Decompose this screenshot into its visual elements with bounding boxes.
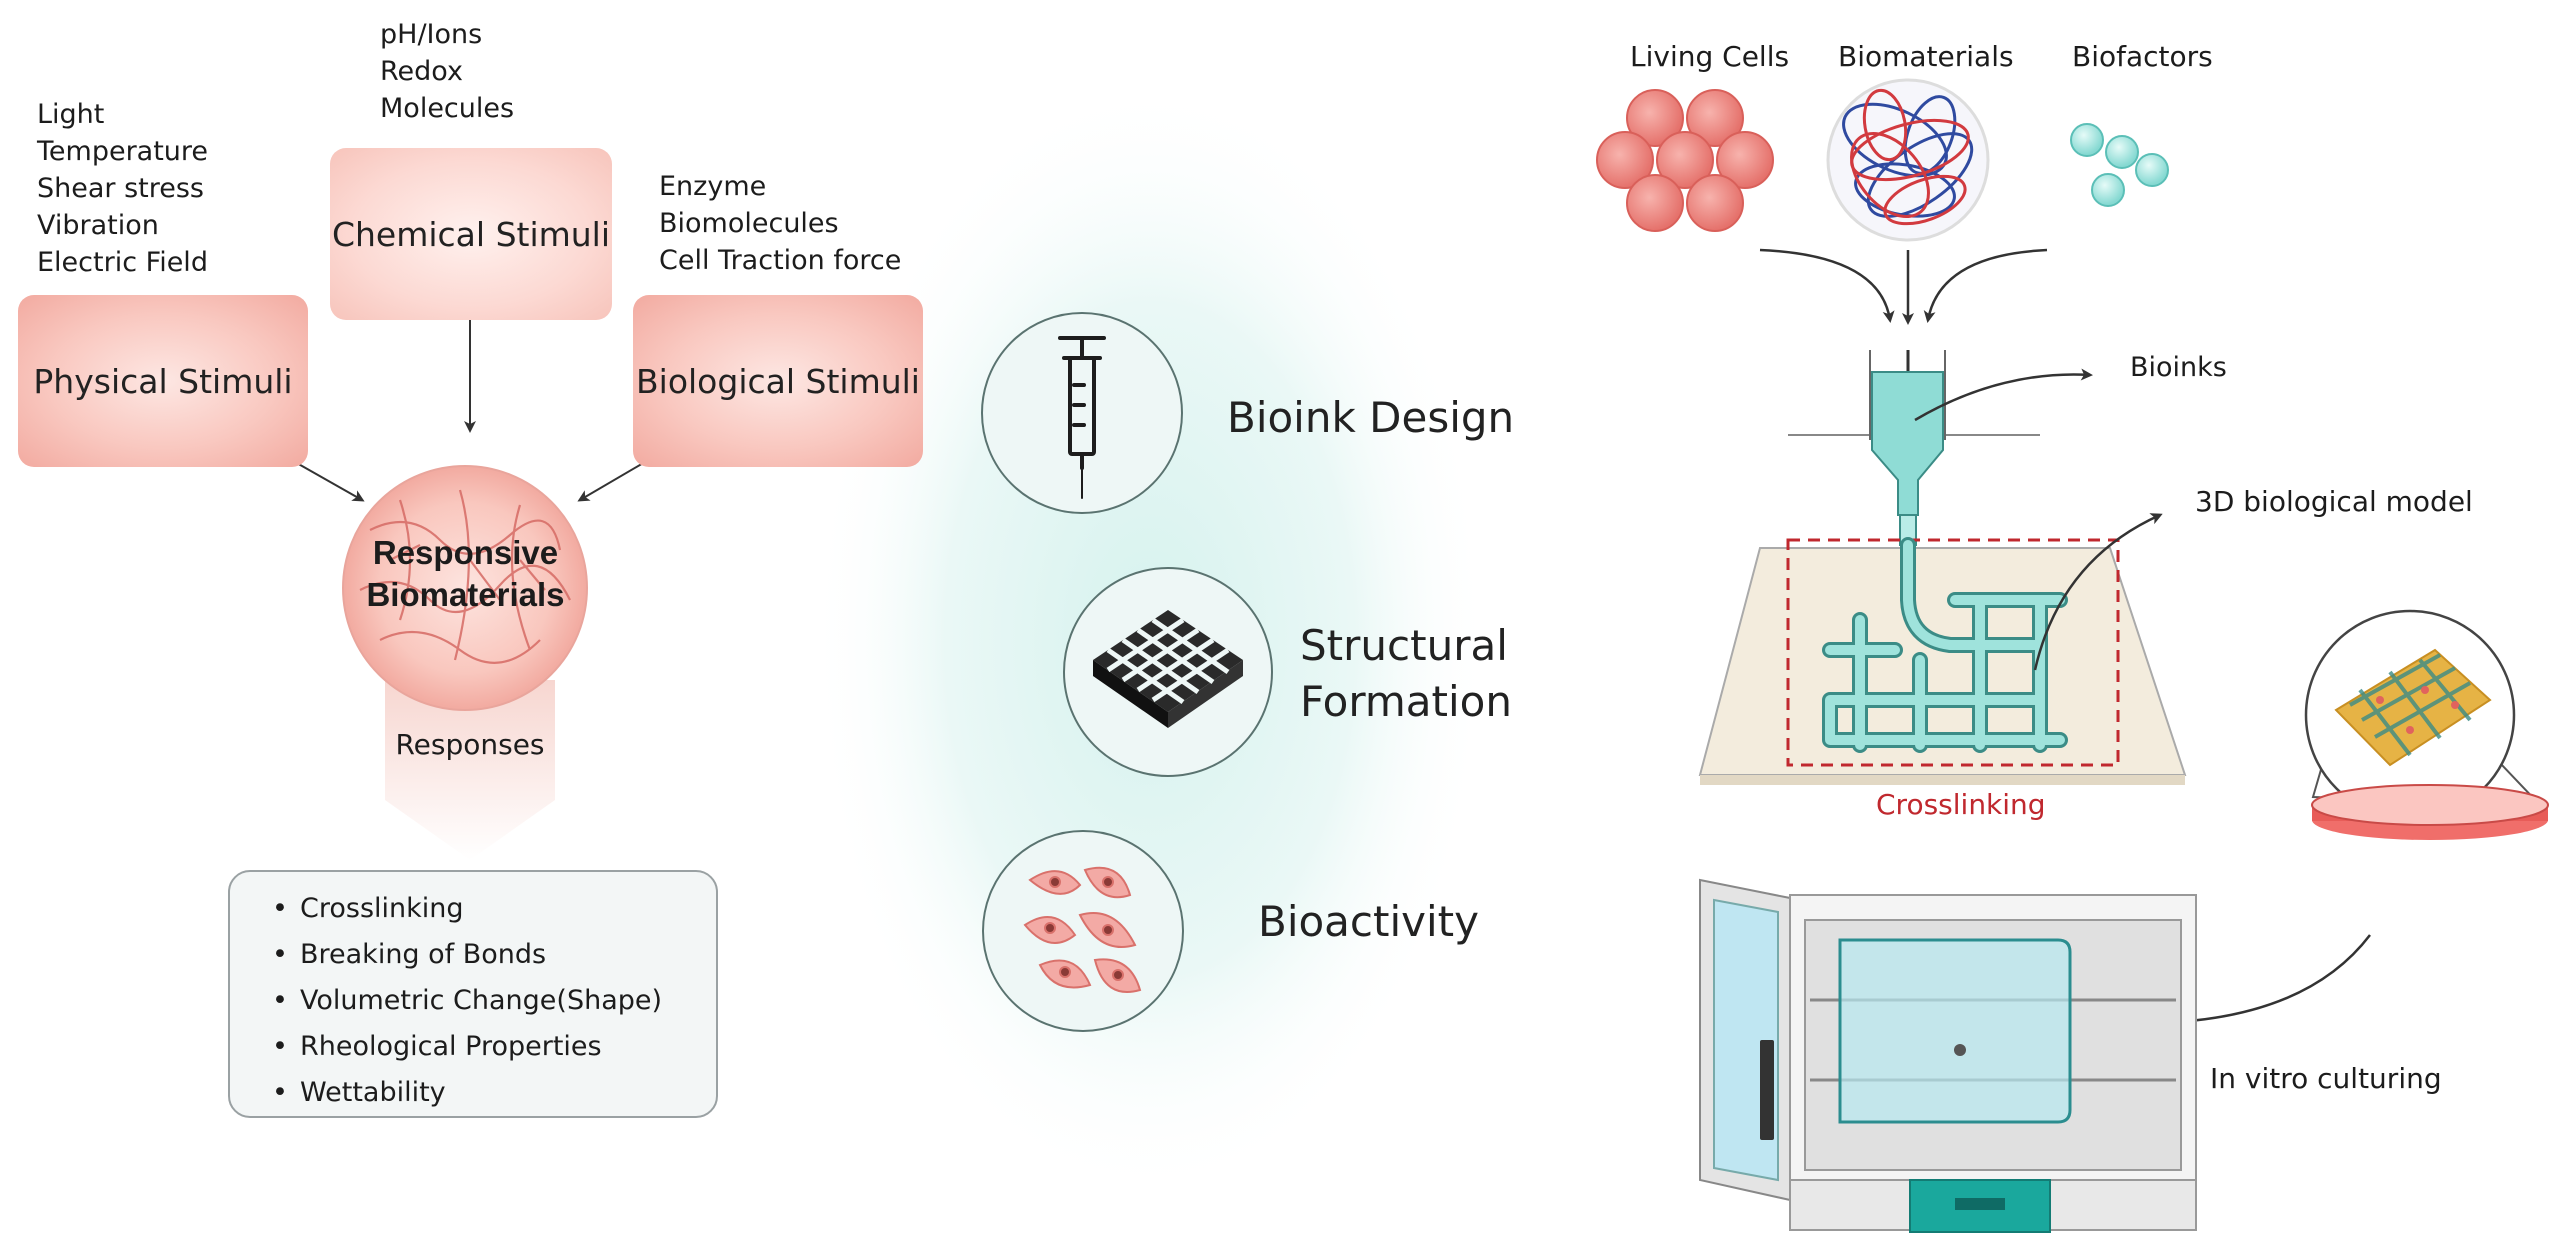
biological-factors-list: Enzyme Biomolecules Cell Traction force: [659, 168, 901, 279]
factor-item: Enzyme: [659, 171, 767, 202]
center-node-line1: Responsive: [372, 534, 559, 571]
cells-to-printer-arrow: [1759, 248, 1895, 323]
response-item: Rheological Properties: [272, 1024, 716, 1070]
response-item: Breaking of Bonds: [272, 932, 716, 978]
biological-stimuli-label: Biological Stimuli: [636, 361, 920, 401]
biofactors-icon: [2070, 123, 2169, 207]
model-label: 3D biological model: [2195, 485, 2473, 518]
physical-stimuli-label: Physical Stimuli: [33, 361, 293, 401]
response-item: Volumetric Change(Shape): [272, 978, 716, 1024]
biofactors-label: Biofactors: [2072, 40, 2213, 73]
printer-nozzle: [1788, 350, 2040, 546]
model-arrow: [2033, 513, 2163, 671]
physical-arrow: [294, 461, 365, 502]
factor-item: Light: [37, 99, 105, 130]
factor-item: Cell Traction force: [659, 245, 902, 276]
structural-formation-label: Structural Formation: [1300, 618, 1512, 730]
magnified-tissue: [2304, 609, 2543, 821]
response-item: Crosslinking: [272, 886, 716, 932]
responses-list: Crosslinking Breaking of Bonds Volumetri…: [228, 870, 718, 1118]
factor-item: Shear stress: [37, 173, 204, 204]
physical-factors-list: Light Temperature Shear stress Vibration…: [37, 96, 208, 281]
response-item: Wettability: [272, 1070, 716, 1116]
build-plate: [1698, 538, 2187, 785]
biomaterials-label: Biomaterials: [1838, 40, 2014, 73]
biological-arrow: [577, 461, 646, 502]
physical-stimuli-box: Physical Stimuli: [18, 295, 308, 467]
bioink-design-label: Bioink Design: [1227, 393, 1515, 442]
biological-stimuli-box: Biological Stimuli: [633, 295, 923, 467]
bioactivity-label: Bioactivity: [1258, 897, 1479, 946]
chemical-stimuli-label: Chemical Stimuli: [331, 214, 611, 254]
biofactors-to-printer-arrow: [1923, 248, 2048, 323]
living-cells-icon: [1596, 89, 1774, 232]
center-node-label: Responsive Biomaterials: [343, 532, 588, 616]
culturing-label: In vitro culturing: [2210, 1062, 2442, 1095]
grid-scaffold-icon: [1093, 610, 1243, 728]
petri-dish: [2311, 784, 2549, 840]
crosslinking-region: [1786, 538, 2120, 767]
syringe-icon: [1058, 336, 1106, 499]
factor-item: Redox: [380, 56, 463, 87]
responses-label: Responses: [395, 728, 545, 761]
fiber-network-icon: [359, 489, 571, 664]
structural-formation-line2: Formation: [1300, 677, 1512, 726]
bioinks-arrow: [1914, 368, 2093, 422]
biomaterials-icon: [1826, 78, 1990, 242]
living-cells-label: Living Cells: [1630, 40, 1790, 73]
printed-filament-highlight: [1825, 540, 2065, 750]
chemical-stimuli-box: Chemical Stimuli: [330, 148, 612, 320]
center-node-line2: Biomaterials: [366, 576, 565, 613]
bioinks-label: Bioinks: [2130, 352, 2227, 383]
responses-funnel: [385, 680, 555, 860]
responsive-biomaterials-node: [342, 465, 588, 711]
bioink-design-circle: [981, 312, 1183, 514]
incubator-icon: [1699, 878, 2197, 1233]
factor-item: Vibration: [37, 210, 159, 241]
crosslinking-label: Crosslinking: [1876, 788, 2046, 821]
chemical-factors-list: pH/Ions Redox Molecules: [380, 16, 514, 127]
factor-item: Temperature: [37, 136, 209, 167]
factor-item: Electric Field: [37, 247, 208, 278]
factor-item: pH/Ions: [380, 19, 483, 50]
bioactivity-circle: [982, 830, 1184, 1032]
cells-icon: [1023, 866, 1142, 993]
factor-item: Molecules: [380, 93, 515, 124]
structural-formation-line1: Structural: [1300, 621, 1508, 670]
factor-item: Biomolecules: [659, 208, 839, 239]
